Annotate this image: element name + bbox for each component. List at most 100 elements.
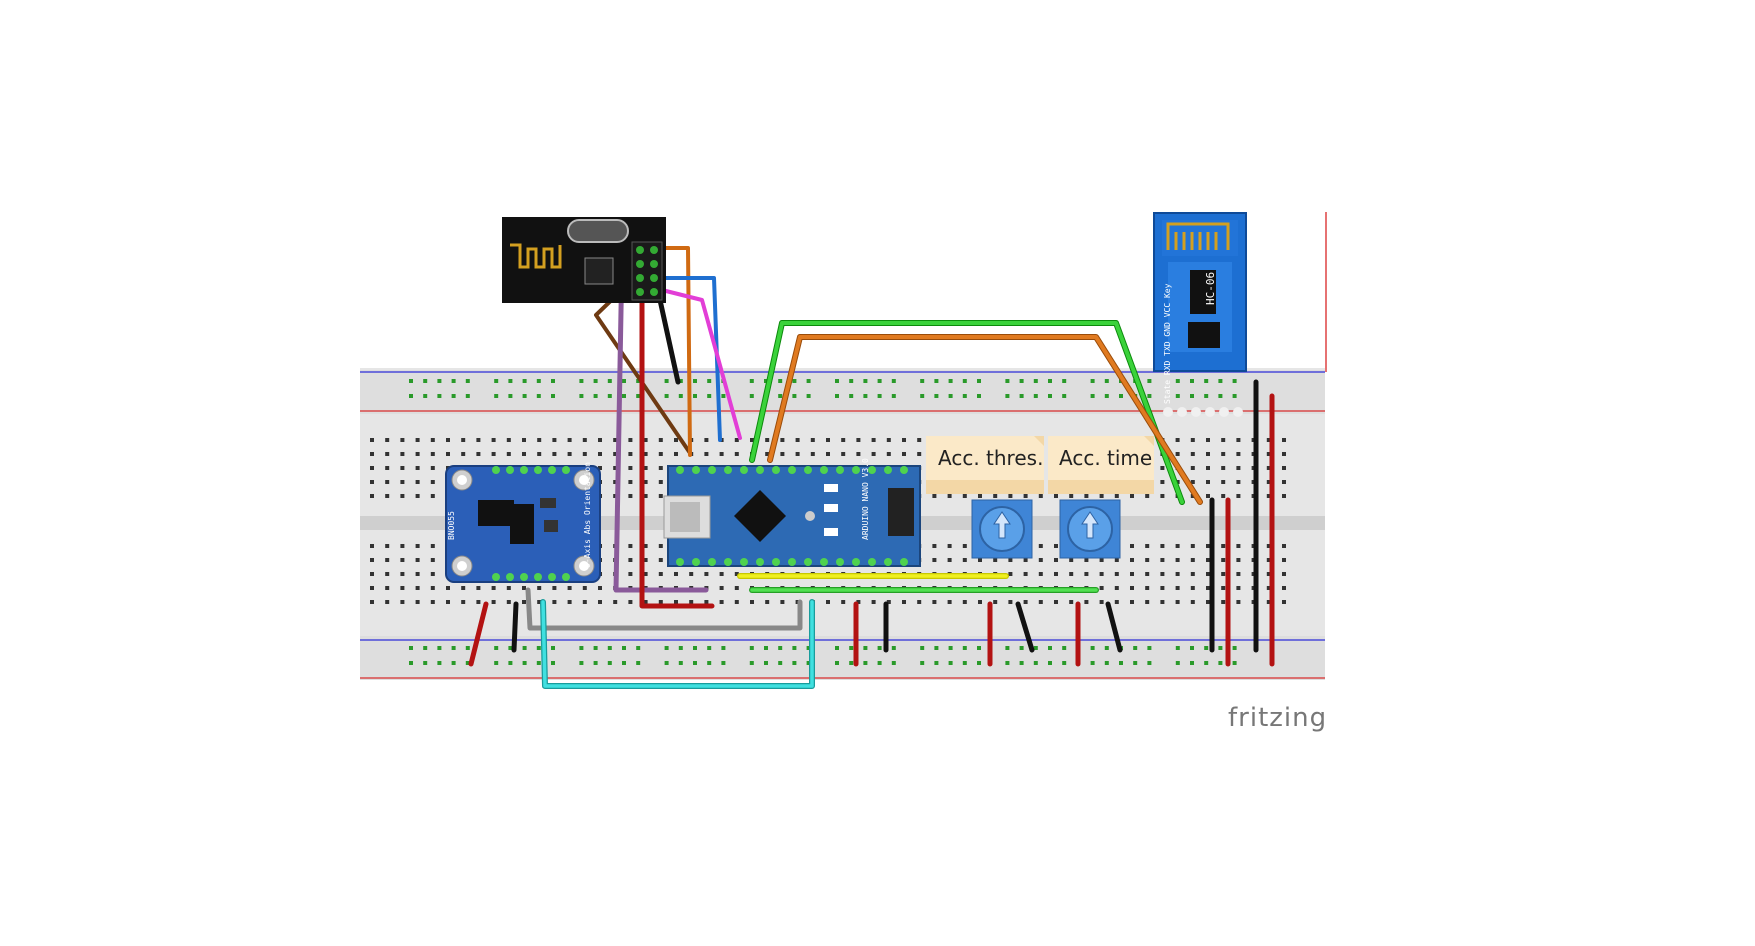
breadboard-hole bbox=[636, 394, 641, 398]
breadboard-hole bbox=[962, 646, 967, 650]
breadboard-hole bbox=[430, 438, 435, 442]
breadboard-hole bbox=[689, 600, 694, 604]
wire-red-imu-rail bbox=[468, 601, 489, 667]
breadboard-hole bbox=[1099, 586, 1104, 590]
breadboard-hole bbox=[877, 394, 882, 398]
breadboard-hole bbox=[409, 379, 413, 383]
breadboard-hole bbox=[1190, 646, 1194, 650]
pin bbox=[1191, 407, 1201, 417]
breadboard-hole bbox=[978, 600, 982, 604]
breadboard-hole bbox=[1175, 379, 1180, 383]
imu-label: BNO055 bbox=[447, 511, 456, 540]
pin bbox=[820, 558, 828, 566]
breadboard-hole bbox=[622, 646, 626, 650]
breadboard-hole bbox=[795, 452, 800, 456]
breadboard-hole bbox=[993, 600, 998, 604]
breadboard-hole bbox=[1038, 558, 1043, 562]
breadboard-hole bbox=[835, 661, 839, 665]
pin bbox=[562, 466, 570, 474]
breadboard-hole bbox=[1266, 466, 1271, 470]
breadboard-hole bbox=[491, 452, 496, 456]
breadboard-hole bbox=[934, 661, 939, 665]
pin bbox=[804, 466, 812, 474]
breadboard-hole bbox=[593, 379, 598, 383]
note-time: Acc. time bbox=[1048, 436, 1154, 494]
breadboard-hole bbox=[734, 572, 739, 576]
pin bbox=[534, 466, 542, 474]
breadboard-hole bbox=[1266, 586, 1271, 590]
breadboard-hole bbox=[1175, 646, 1180, 650]
breadboard-hole bbox=[370, 586, 374, 590]
pin bbox=[534, 573, 542, 581]
breadboard-hole bbox=[1204, 661, 1209, 665]
breadboard-hole bbox=[1130, 572, 1134, 576]
pin bbox=[724, 558, 732, 566]
breadboard-hole bbox=[693, 646, 697, 650]
breadboard-hole bbox=[750, 438, 754, 442]
breadboard-hole bbox=[451, 661, 456, 665]
breadboard-hole bbox=[934, 394, 939, 398]
breadboard-hole bbox=[977, 661, 981, 665]
breadboard-hole bbox=[1099, 600, 1104, 604]
breadboard-hole bbox=[506, 600, 511, 604]
breadboard-hole bbox=[1008, 558, 1013, 562]
top-power-rail bbox=[360, 370, 1325, 414]
pin bbox=[1219, 407, 1229, 417]
breadboard-hole bbox=[1019, 646, 1024, 650]
breadboard-hole bbox=[409, 661, 413, 665]
bt-pins-label: State RXD TXD GND VCC Key bbox=[1163, 283, 1172, 404]
breadboard-hole bbox=[1218, 394, 1223, 398]
breadboard-hole bbox=[1175, 572, 1180, 576]
breadboard-hole bbox=[451, 394, 456, 398]
breadboard-hole bbox=[1190, 586, 1195, 590]
breadboard-hole bbox=[1206, 600, 1210, 604]
breadboard-hole bbox=[1130, 600, 1134, 604]
breadboard-hole bbox=[1204, 394, 1209, 398]
breadboard-hole bbox=[567, 452, 572, 456]
breadboard-hole bbox=[849, 379, 854, 383]
breadboard-hole bbox=[1130, 586, 1134, 590]
arduino-nano: ARDUINO NANO V3.0 bbox=[663, 458, 921, 567]
pin bbox=[1205, 407, 1215, 417]
breadboard-hole bbox=[1236, 494, 1241, 498]
breadboard-hole bbox=[385, 586, 390, 590]
breadboard-hole bbox=[917, 438, 922, 442]
breadboard-hole bbox=[1147, 661, 1152, 665]
breadboard-hole bbox=[932, 558, 937, 562]
breadboard-hole bbox=[494, 379, 499, 383]
breadboard-hole bbox=[806, 661, 811, 665]
breadboard-hole bbox=[1084, 572, 1089, 576]
breadboard-hole bbox=[1282, 438, 1286, 442]
breadboard-hole bbox=[795, 438, 800, 442]
breadboard-hole bbox=[674, 452, 678, 456]
breadboard-hole bbox=[1019, 394, 1024, 398]
breadboard-hole bbox=[1190, 600, 1195, 604]
breadboard-hole bbox=[370, 600, 374, 604]
breadboard-hole bbox=[658, 544, 663, 548]
breadboard-hole bbox=[1206, 544, 1210, 548]
breadboard-hole bbox=[508, 646, 513, 650]
breadboard-hole bbox=[826, 600, 830, 604]
breadboard-hole bbox=[810, 438, 815, 442]
breadboard-hole bbox=[400, 438, 405, 442]
breadboard-hole bbox=[385, 480, 390, 484]
breadboard-hole bbox=[978, 558, 982, 562]
breadboard-hole bbox=[920, 394, 925, 398]
breadboard-hole bbox=[917, 600, 922, 604]
breadboard-hole bbox=[1130, 494, 1134, 498]
breadboard-hole bbox=[765, 438, 770, 442]
breadboard-hole bbox=[537, 600, 542, 604]
breadboard-hole bbox=[886, 600, 891, 604]
breadboard-hole bbox=[1099, 494, 1104, 498]
breadboard-hole bbox=[1232, 661, 1237, 665]
breadboard-hole bbox=[1236, 600, 1241, 604]
breadboard-hole bbox=[856, 438, 861, 442]
breadboard-hole bbox=[628, 494, 633, 498]
breadboard-hole bbox=[1147, 394, 1152, 398]
breadboard-hole bbox=[522, 379, 527, 383]
breadboard-hole bbox=[1206, 466, 1210, 470]
breadboard-hole bbox=[704, 572, 709, 576]
breadboard-hole bbox=[1218, 661, 1223, 665]
pin bbox=[506, 573, 514, 581]
breadboard-hole bbox=[579, 646, 584, 650]
